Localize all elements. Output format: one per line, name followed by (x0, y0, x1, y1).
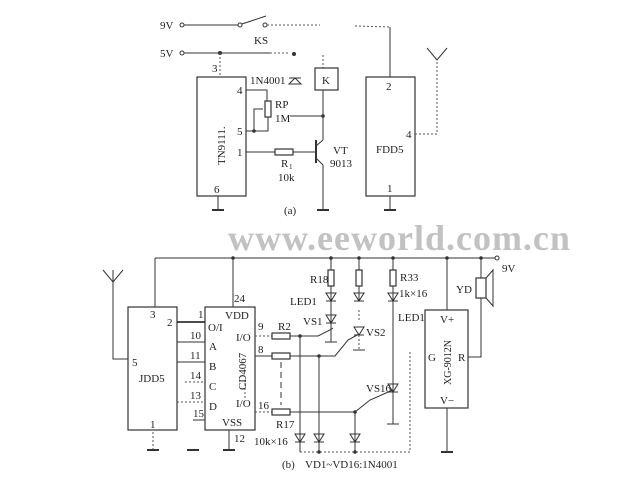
thyristor-icon (387, 383, 399, 393)
pin-label: A (209, 341, 217, 353)
pin-label: R (458, 352, 466, 364)
label-r33-val: 1k×16 (399, 288, 428, 300)
caption-b: (b) (282, 459, 295, 471)
pin: 14 (190, 370, 202, 382)
ic-label: JDD5 (139, 373, 165, 385)
diodes-vd (294, 433, 361, 443)
pin: 1 (237, 147, 243, 159)
label-ks: KS (254, 35, 268, 47)
pin-label: B (209, 361, 216, 373)
resistor-r2 (271, 332, 291, 340)
label-rp-val: 1M (275, 113, 291, 125)
pin: 5 (132, 357, 138, 369)
antenna-icon (102, 269, 124, 283)
resistor (271, 352, 291, 360)
pin: 1 (150, 419, 156, 431)
label-led16: LED16 (398, 312, 431, 324)
ic-xg9012n (424, 309, 469, 409)
pin-label: G (428, 352, 436, 364)
label-vs2: VS2 (366, 327, 386, 339)
label-9v-b: 9V (502, 263, 516, 275)
label-r17: R17 (276, 419, 295, 431)
pin: 24 (234, 293, 246, 305)
label-r33: R33 (400, 272, 419, 284)
pin: 8 (258, 344, 264, 356)
ic-fdd5 (365, 76, 416, 197)
circuit-b: 9V 3 2 5 JDD5 1 24 VDD 1 O/I 10A 11B 14C… (102, 255, 516, 471)
label-r1-val: 10k (278, 172, 295, 184)
ic-label: FDD5 (376, 144, 404, 156)
label-diode: 1N4001 (250, 75, 285, 87)
resistor-r1 (274, 148, 294, 156)
label-vs1: VS1 (303, 316, 323, 328)
ic-tn9111 (196, 76, 247, 197)
pin: 2 (167, 317, 173, 329)
diode-icon (287, 77, 303, 85)
pin: 13 (190, 390, 202, 402)
pin-label: VDD (225, 310, 249, 322)
ic-label: TN9111. (216, 126, 228, 165)
watermark: www.eeworld.com.cn (228, 218, 571, 258)
antenna-icon (426, 47, 448, 61)
pin: 16 (258, 400, 270, 412)
pin-label: I/O (236, 332, 251, 344)
label-r1-sub: 1 (289, 163, 293, 171)
ic-label: CD4067 (237, 352, 249, 390)
label-rp: RP (275, 99, 288, 111)
label-5v: 5V (160, 48, 174, 60)
pin: 1 (198, 309, 204, 321)
pin: 1 (387, 183, 393, 195)
pin: 2 (386, 81, 392, 93)
pin: 5 (237, 126, 243, 138)
resistor-r17 (271, 408, 291, 416)
label-9v: 9V (160, 20, 174, 32)
pin-label: VSS (222, 417, 242, 429)
label-r1: R (281, 158, 289, 170)
relay-k (314, 67, 339, 91)
pin-label: I/O (236, 398, 251, 410)
pin: 12 (234, 433, 245, 445)
pin: 11 (190, 350, 201, 362)
led-icon (353, 292, 365, 302)
ic-jdd5 (127, 306, 178, 431)
led-columns (325, 258, 399, 425)
pin-label: V+ (440, 314, 454, 326)
label-led1: LED1 (290, 296, 317, 308)
pin-label: V− (440, 395, 454, 407)
label-vt: VT (333, 145, 348, 157)
pin: 15 (193, 408, 205, 420)
led-icon (325, 292, 337, 302)
ic-label: XG-9012N (443, 340, 454, 385)
led-icon (387, 292, 399, 302)
circuit-a: 9V KS 5V 3 4 5 1 6 TN9111. RP 1M 1N4001 … (160, 15, 448, 217)
switch-ks (237, 22, 243, 28)
label-yd: YD (456, 284, 472, 296)
speaker-icon (475, 277, 487, 299)
pin-label: D (209, 401, 217, 413)
pin-label: O/I (208, 322, 223, 334)
pin: 10 (190, 330, 202, 342)
label-k: K (322, 75, 330, 87)
caption-a: (a) (284, 205, 297, 217)
potentiometer-rp (264, 100, 272, 118)
label-vt-val: 9013 (330, 158, 353, 170)
pin: 3 (212, 63, 218, 75)
thyristor-icon (353, 326, 365, 336)
label-vd: VD1~VD16:1N4001 (305, 459, 398, 471)
pin: 4 (406, 129, 412, 141)
label-r18: R18 (310, 274, 329, 286)
pin: 4 (237, 85, 243, 97)
pin: 6 (214, 184, 220, 196)
label-vs16: VS16 (366, 383, 392, 395)
ic-cd4067 (204, 306, 256, 431)
label-r2: R2 (278, 321, 291, 333)
label-r-val: 10k×16 (254, 436, 288, 448)
pin-label: C (209, 381, 216, 393)
pin: 3 (150, 309, 156, 321)
thyristor-icon (325, 314, 337, 324)
pin: 9 (258, 321, 264, 333)
